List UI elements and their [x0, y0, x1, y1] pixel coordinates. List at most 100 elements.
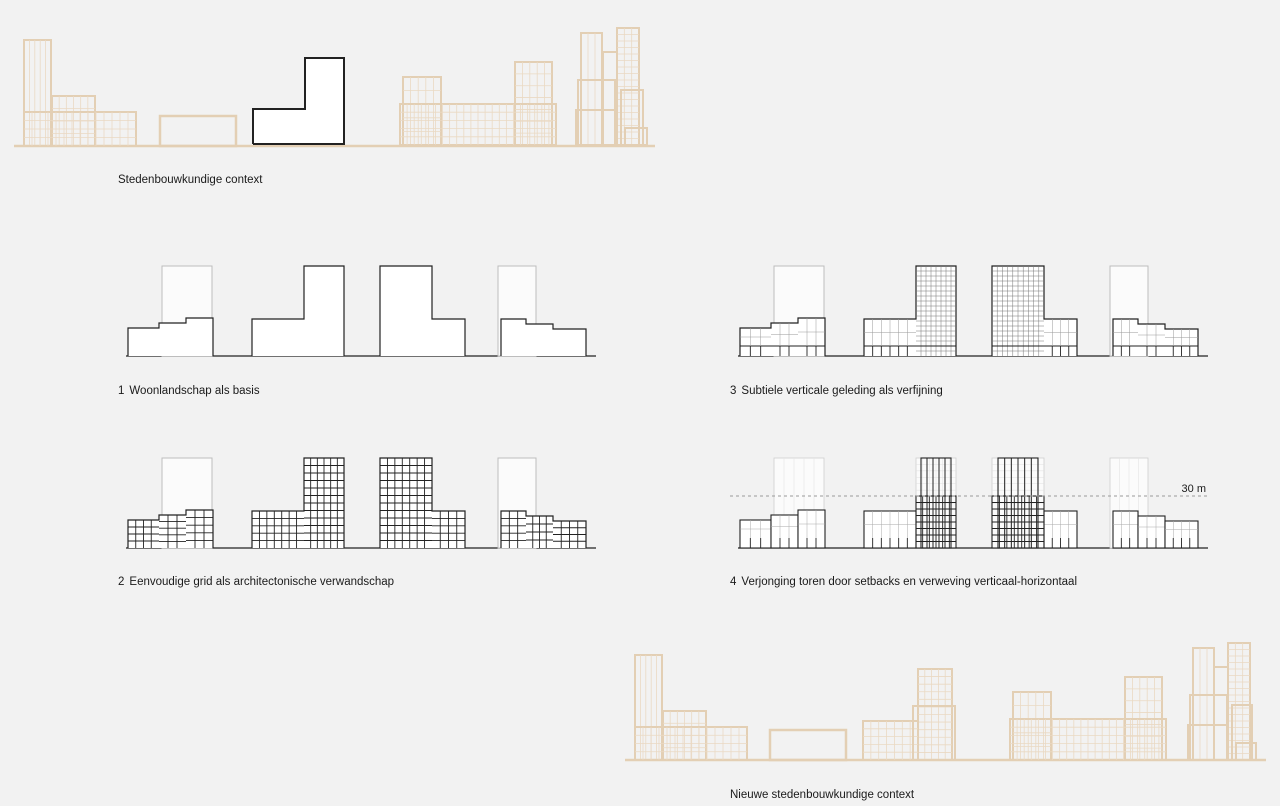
- facade-grid: [1165, 521, 1198, 538]
- facade-grid: [526, 516, 553, 548]
- facade-grid: [806, 538, 817, 548]
- low-block: [739, 519, 772, 549]
- context-block: [1187, 724, 1229, 761]
- facade-grid: [916, 496, 956, 548]
- facade-grid: [992, 266, 1044, 356]
- facade-grid: [1199, 648, 1208, 760]
- facade-grid: [918, 669, 952, 760]
- context-block: [1235, 742, 1257, 761]
- context-block: [1189, 694, 1228, 761]
- facade-grid: [501, 511, 526, 548]
- facade-grid: [1051, 346, 1070, 356]
- low-block: [127, 317, 214, 356]
- low-block: [1112, 510, 1139, 549]
- low-block: [1137, 515, 1166, 549]
- facade-grid: [617, 28, 639, 145]
- facade-grid: [304, 458, 344, 548]
- step3-vertical-articulation: [738, 265, 1208, 357]
- facade-grid: [159, 515, 186, 548]
- facade-grid: [1044, 319, 1077, 346]
- facade-grid: [400, 104, 556, 145]
- facade-grid: [1004, 458, 1032, 548]
- facade-grid: [864, 511, 916, 538]
- low-block: [1112, 318, 1199, 356]
- low-block: [500, 318, 587, 356]
- facade-grid: [740, 520, 771, 538]
- l-block: [251, 265, 345, 356]
- context-low-building: [768, 728, 848, 762]
- facade-grid: [635, 727, 747, 760]
- facade-grid: [1051, 538, 1070, 548]
- facade-grid: [779, 346, 790, 356]
- low-block: [770, 514, 799, 549]
- facade-grid: [252, 511, 304, 548]
- facade-grid: [128, 520, 159, 548]
- facade-grid: [1113, 319, 1138, 346]
- facade-grid: [771, 323, 798, 346]
- facade-grid: [798, 510, 825, 538]
- facade-grid: [553, 521, 586, 548]
- low-block: [127, 509, 214, 548]
- new-low-block: [862, 720, 919, 761]
- facade-grid: [926, 458, 946, 548]
- facade-grid: [1120, 538, 1131, 548]
- facade-grid: [806, 346, 817, 356]
- context-tower: [1192, 647, 1215, 761]
- context-tower: [634, 654, 663, 761]
- facade-grid: [1138, 516, 1165, 538]
- low-block: [500, 510, 587, 548]
- height-limit-label: 30 m: [1182, 483, 1206, 495]
- facade-grid: [1010, 719, 1166, 760]
- reverse-l-block: [379, 265, 466, 356]
- step2-grid-massing: [126, 457, 596, 549]
- caption-context: Stedenbouwkundige context: [118, 174, 263, 186]
- facade-grid: [186, 510, 213, 548]
- facade-grid: [432, 511, 465, 548]
- facade-grid: [1172, 538, 1191, 548]
- context-elevation: [14, 27, 655, 148]
- facade-grid: [916, 266, 956, 356]
- context-low-building: [158, 114, 238, 148]
- context-tower: [23, 39, 52, 147]
- facade-grid: [1138, 324, 1165, 346]
- facade-grid: [1165, 329, 1198, 346]
- facade-grid: [1113, 511, 1138, 538]
- facade-grid: [749, 346, 762, 356]
- facade-grid: [1146, 538, 1157, 548]
- facade-grid: [1120, 346, 1131, 356]
- new-tower-base: [912, 705, 956, 761]
- facade-grid: [779, 538, 790, 548]
- facade-grid: [1172, 346, 1191, 356]
- facade-grid: [749, 538, 762, 548]
- facade-grid: [1146, 346, 1157, 356]
- facade-grid: [380, 458, 432, 548]
- context-block: [575, 109, 617, 146]
- facade-grid: [872, 346, 908, 356]
- context-tower: [580, 32, 603, 146]
- facade-grid: [863, 721, 918, 760]
- facade-grid: [587, 33, 596, 145]
- facade-grid: [52, 96, 95, 146]
- caption-new-context: Nieuwe stedenbouwkundige context: [730, 789, 915, 801]
- context-block: [577, 79, 616, 146]
- context-tower: [1213, 666, 1229, 761]
- site-massing: [252, 57, 345, 145]
- facade-grid: [740, 328, 771, 346]
- facade-grid: [992, 496, 1044, 548]
- facade-grid: [864, 319, 916, 346]
- facade-grid: [872, 538, 908, 548]
- step4-tower-setbacks: [730, 457, 1208, 549]
- facade-grid: [771, 515, 798, 538]
- context-block: [624, 127, 648, 146]
- facade-grid: [1044, 511, 1077, 538]
- low-block: [797, 509, 826, 549]
- facade-grid: [798, 318, 825, 346]
- new-context-elevation: [625, 642, 1266, 762]
- facade-grid: [24, 112, 136, 146]
- step1-massing: [126, 265, 596, 357]
